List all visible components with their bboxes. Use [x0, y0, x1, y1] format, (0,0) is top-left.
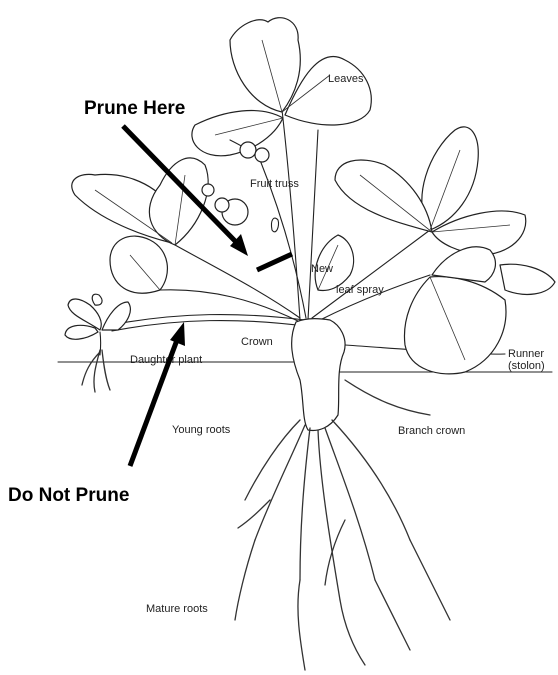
label-branch-crown: Branch crown [398, 425, 465, 437]
crown [292, 319, 345, 431]
leaf-right-lower2 [432, 247, 495, 282]
label-leaves: Leaves [328, 73, 364, 85]
leaf-right-mid [335, 160, 432, 232]
daughter-plant [65, 294, 130, 392]
prune-here-label: Prune Here [84, 98, 185, 119]
leaf-top-left [230, 18, 300, 112]
label-runner: Runner [508, 348, 544, 360]
label-leaf-spray: leaf spray [336, 284, 384, 296]
roots [235, 380, 450, 670]
do-not-prune-callout: Do Not Prune [8, 322, 185, 506]
leaf-right-top [422, 127, 478, 230]
label-mature-roots: Mature roots [146, 603, 208, 615]
label-new: New [311, 263, 333, 275]
label-stolon: (stolon) [508, 360, 545, 372]
leaf-right-edge [500, 264, 555, 294]
prune-cut-mark [257, 254, 292, 270]
label-fruit-truss: Fruit truss [250, 178, 299, 190]
leaf-right-lower [404, 277, 505, 374]
leaf-top-lower [192, 111, 283, 156]
label-young-roots: Young roots [172, 424, 231, 436]
label-crown: Crown [241, 336, 273, 348]
do-not-prune-label: Do Not Prune [8, 485, 129, 506]
